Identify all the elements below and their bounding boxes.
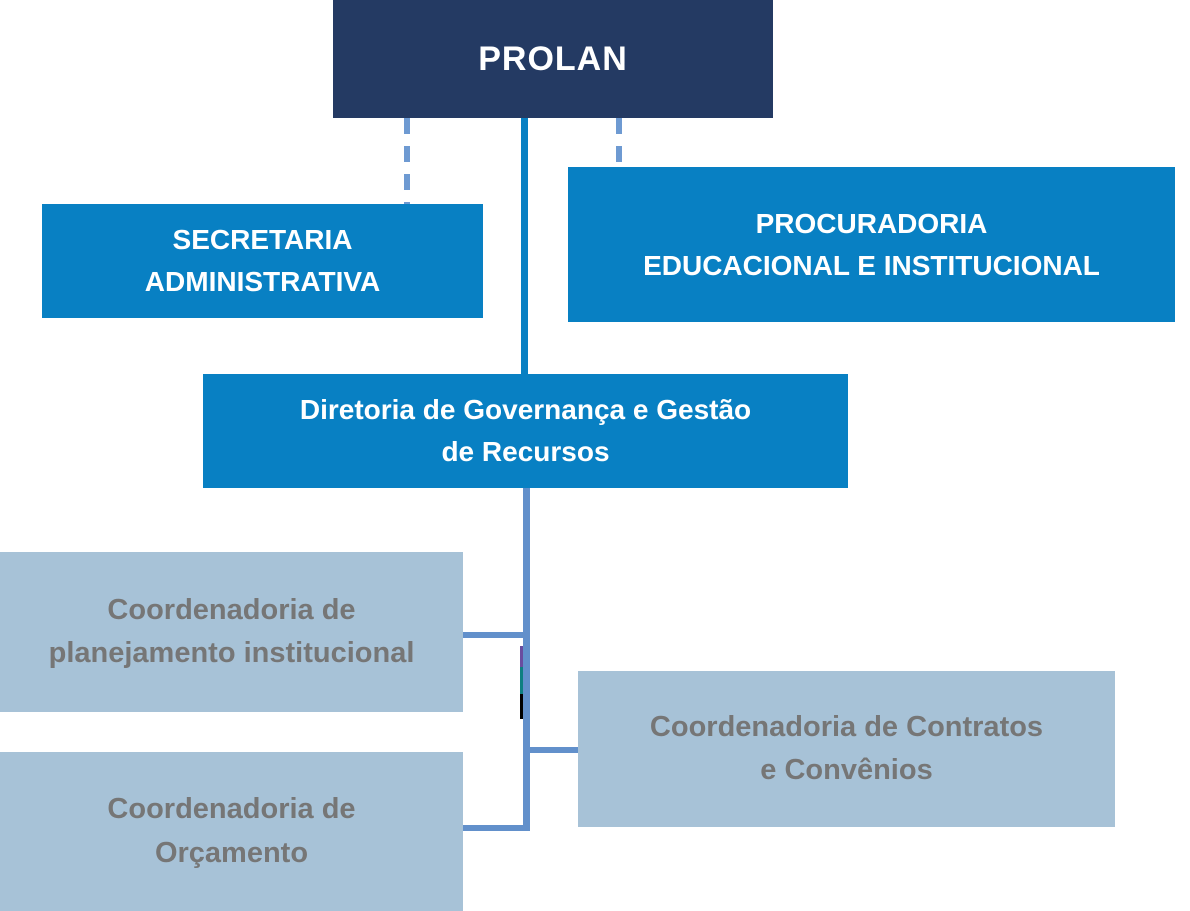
node-diretoria-label-line2: de Recursos <box>441 436 610 467</box>
node-diretoria-governanca-gestao-recursos: Diretoria de Governança e Gestão de Recu… <box>203 374 848 488</box>
node-prolan: PROLAN <box>333 0 773 118</box>
connector-vertical-diretoria-coordinations <box>523 488 530 831</box>
stray-line-black <box>520 694 523 719</box>
node-planejamento-label-line1: Coordenadoria de <box>107 593 356 626</box>
node-coordenadoria-contratos-convenios: Coordenadoria de Contratos e Convênios <box>578 671 1115 827</box>
node-procuradoria-label-line1: PROCURADORIA <box>755 207 988 239</box>
node-procuradoria-label-line2: EDUCACIONAL E INSTITUCIONAL <box>643 249 1100 281</box>
node-orcamento-label-line1: Coordenadoria de <box>107 793 356 825</box>
node-coordenadoria-planejamento-institucional: Coordenadoria de planejamento institucio… <box>0 552 463 712</box>
connector-dashed-prolan-procuradoria <box>616 118 622 167</box>
node-procuradoria-educacional-institucional: PROCURADORIA EDUCACIONAL E INSTITUCIONAL <box>568 167 1175 322</box>
connector-solid-prolan-diretoria <box>521 118 528 374</box>
node-secretaria-administrativa: SECRETARIA ADMINISTRATIVA <box>42 204 483 318</box>
node-diretoria-label-line1: Diretoria de Governança e Gestão <box>299 394 752 425</box>
node-orcamento-label-line2: Orçamento <box>154 836 309 869</box>
node-secretaria-label-line1: SECRETARIA <box>172 224 353 255</box>
node-prolan-label: PROLAN <box>478 39 628 78</box>
connector-branch-orcamento <box>461 825 530 831</box>
node-coordenadoria-orcamento: Coordenadoria de Orçamento <box>0 752 463 911</box>
stray-line-teal <box>520 667 523 694</box>
node-contratos-label-line1: Coordenadoria de Contratos <box>649 710 1044 743</box>
connector-branch-planejamento <box>461 632 523 638</box>
node-contratos-label-line2: e Convênios <box>760 754 933 786</box>
node-secretaria-label-line2: ADMINISTRATIVA <box>144 266 381 297</box>
stray-line-purple <box>520 646 523 667</box>
connector-branch-contratos <box>530 747 578 753</box>
connector-dashed-prolan-secretaria <box>404 118 410 204</box>
node-planejamento-label-line2: planejamento institucional <box>48 637 415 669</box>
